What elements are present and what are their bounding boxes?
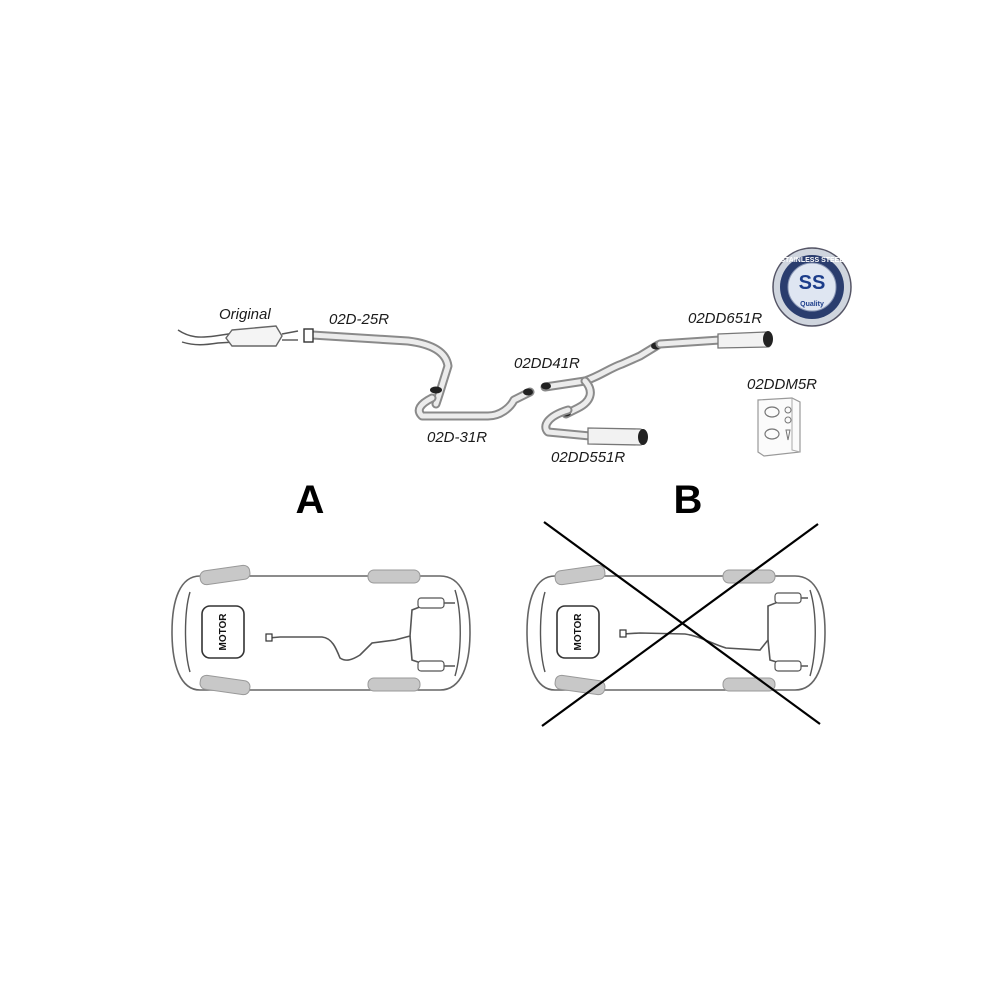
clamp-icon [764,428,780,440]
logo-quality: Quality [800,301,824,308]
ss-quality-logo-badge: SS STAINLESS STEEL Quality [772,247,852,327]
nut-icon [784,416,792,424]
label-mid-pipe: 02D-31R [427,429,487,446]
right-muffler [655,331,773,349]
mounting-kit-box [757,397,801,457]
wheel-rear-left [367,569,421,584]
wheel-rear-left [722,569,776,584]
cross-out-mark [541,521,821,727]
variant-a-label: A [296,478,325,522]
rear-muffler-top [774,592,802,604]
pipe-joint [430,386,442,394]
nut-icon [784,406,792,414]
wheel-front-left [554,564,606,586]
tailpipe-end [638,429,648,445]
label-front-pipe: 02D-25R [329,311,389,328]
wheel-rear-right [367,677,421,692]
label-original: Original [219,306,271,323]
original-part [177,325,299,347]
tailpipe-end [763,331,773,347]
logo-letters: SS [799,272,826,294]
wheel-front-left [199,564,251,586]
pipe-joint [541,382,551,390]
rear-muffler-bottom [417,660,445,672]
car-rear-line [454,589,461,677]
label-mounting-kit: 02DDM5R [747,376,817,393]
motor-label-a: MOTOR [218,613,229,651]
variant-b-label: B [674,478,703,522]
car-rear-line [809,589,816,677]
pipe-flange [303,328,314,343]
car-hood-line [539,591,546,673]
logo-ring-text: STAINLESS STEEL [780,257,844,264]
label-y-pipe: 02DD41R [514,355,580,372]
label-right-muffler: 02DD651R [688,310,762,327]
rear-muffler-bottom [774,660,802,672]
car-hood-line [184,591,191,673]
wheel-front-right [199,674,251,696]
car-b: MOTOR [526,564,826,696]
motor-label-b: MOTOR [573,613,584,651]
mid-pipe [414,387,535,421]
motor-box [556,605,600,659]
bolt-icon [785,429,791,441]
left-muffler [541,405,648,446]
front-pipe [303,328,453,409]
car-a: MOTOR [171,564,471,696]
clamp-icon [764,406,780,418]
label-left-muffler: 02DD551R [551,449,625,466]
rear-muffler-top [417,597,445,609]
motor-box [201,605,245,659]
pipe-joint [523,388,533,396]
y-pipe [540,340,663,419]
